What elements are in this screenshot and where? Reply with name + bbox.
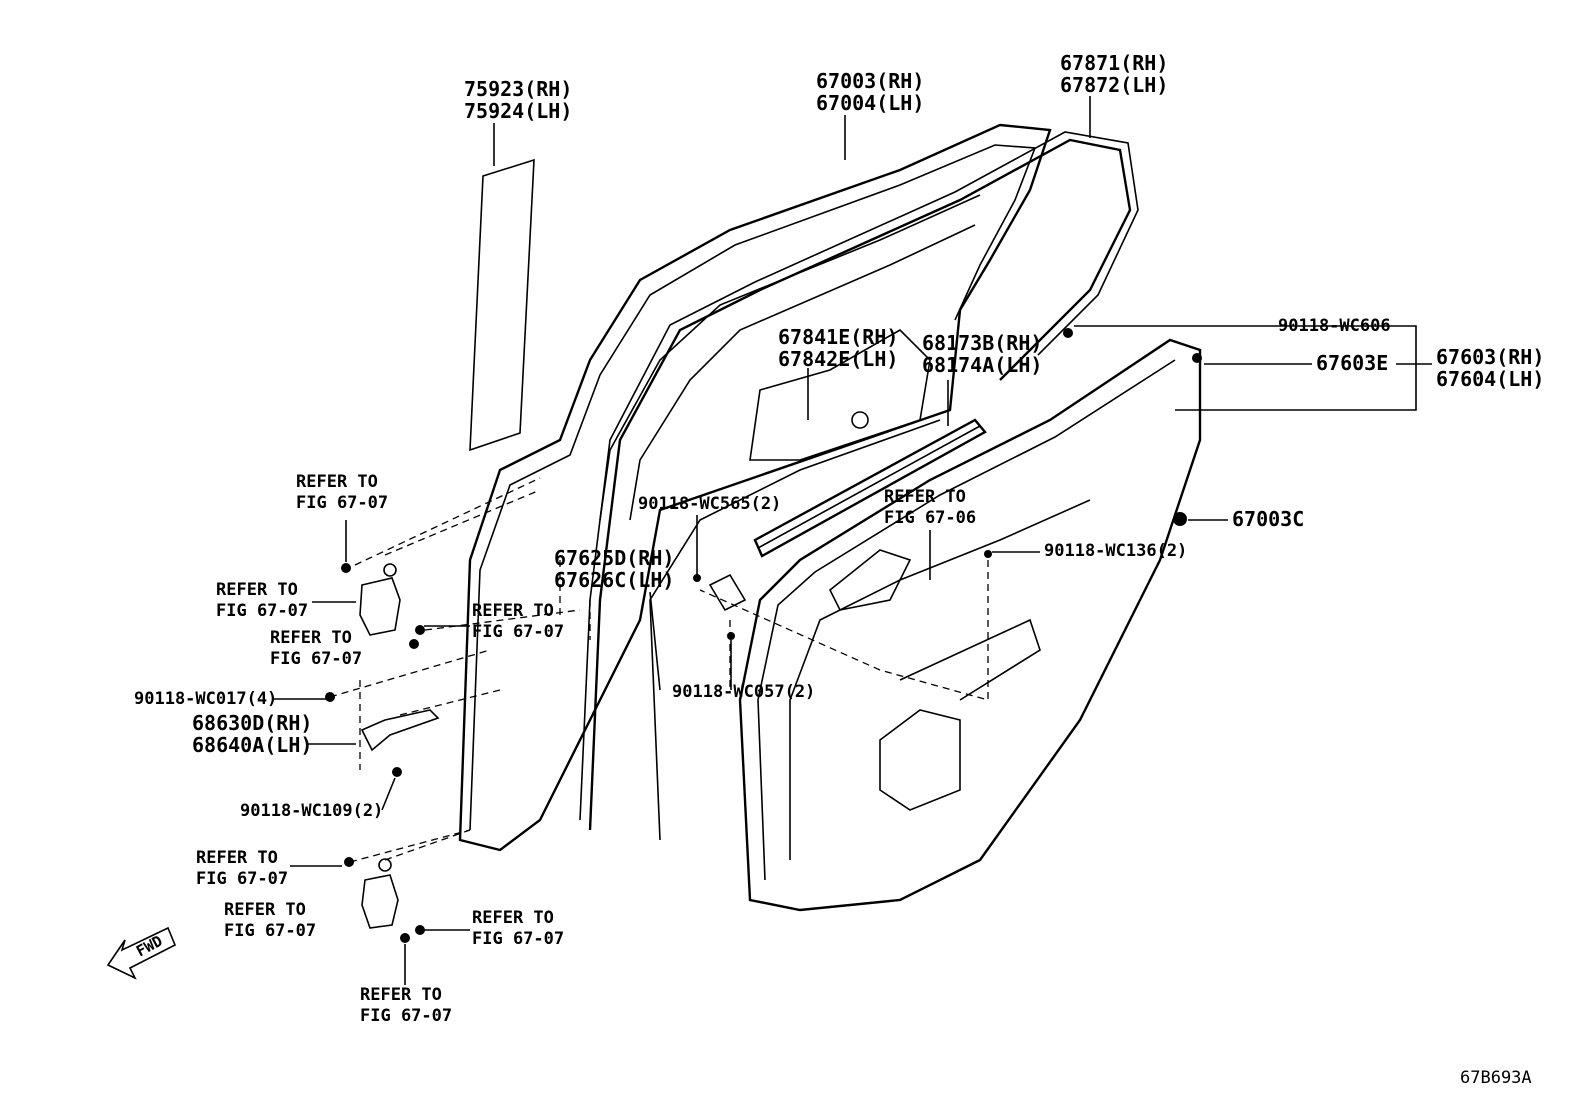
label-67871: 67871(RH) 67872(LH) xyxy=(1060,51,1169,97)
label-68173b: 68173B(RH) 68174A(LH) xyxy=(922,331,1043,377)
fwd-arrow-icon xyxy=(106,926,177,980)
part-67603-trim-board[interactable] xyxy=(738,338,1202,912)
hinge-upper[interactable] xyxy=(359,563,401,636)
part-68173b-weatherstrip[interactable] xyxy=(753,418,987,558)
assembly-dashed-lines xyxy=(329,477,989,863)
label-refer-hinge-lower-bolt: REFER TO FIG 67-07 xyxy=(196,848,289,889)
part-67003-door-panel[interactable] xyxy=(458,123,1052,852)
label-90118-wc109: 90118-WC109(2) xyxy=(240,801,384,821)
label-90118-wc565: 90118-WC565(2) xyxy=(638,494,782,514)
label-90118-wc606: 90118-WC606 xyxy=(1278,316,1391,336)
label-refer-hinge-lower: REFER TO FIG 67-07 xyxy=(224,900,317,941)
diagram-id: 67B693A xyxy=(1460,1068,1532,1088)
label-67841e: 67841E(RH) 67842E(LH) xyxy=(778,325,899,371)
label-75923: 75923(RH) 75924(LH) xyxy=(464,77,573,123)
part-67871-weatherstrip[interactable] xyxy=(579,131,1139,831)
label-90118-wc057: 90118-WC057(2) xyxy=(672,682,816,702)
label-refer-hinge-lower-nut2: REFER TO FIG 67-07 xyxy=(360,985,453,1026)
label-refer-hinge-upper-nut: REFER TO FIG 67-07 xyxy=(472,601,565,642)
label-refer-hinge-lower-nut: REFER TO FIG 67-07 xyxy=(472,908,565,949)
label-67603e: 67603E xyxy=(1316,351,1389,375)
hinge-lower[interactable] xyxy=(361,858,399,929)
label-90118-wc017: 90118-WC017(4) xyxy=(134,689,278,709)
label-68630d: 68630D(RH) 68640A(LH) xyxy=(192,711,313,757)
label-67625d: 67625D(RH) 67626C(LH) xyxy=(554,546,675,592)
checker-68630d[interactable] xyxy=(360,709,440,752)
part-67625d-bracket[interactable] xyxy=(708,573,747,612)
label-refer-hinge-upper-nut2: REFER TO FIG 67-07 xyxy=(270,628,363,669)
label-67003: 67003(RH) 67004(LH) xyxy=(816,69,925,115)
label-67603: 67603(RH) 67604(LH) xyxy=(1436,345,1545,391)
label-refer-hinge-upper: REFER TO FIG 67-07 xyxy=(216,580,309,621)
label-refer-hinge-upper-bolt: REFER TO FIG 67-07 xyxy=(296,472,389,513)
part-75923-film[interactable] xyxy=(469,158,535,452)
label-90118-wc136: 90118-WC136(2) xyxy=(1044,541,1188,561)
label-67003c: 67003C xyxy=(1232,507,1305,531)
label-refer-67-06: REFER TO FIG 67-06 xyxy=(884,487,977,528)
leader-lines xyxy=(272,96,1432,985)
